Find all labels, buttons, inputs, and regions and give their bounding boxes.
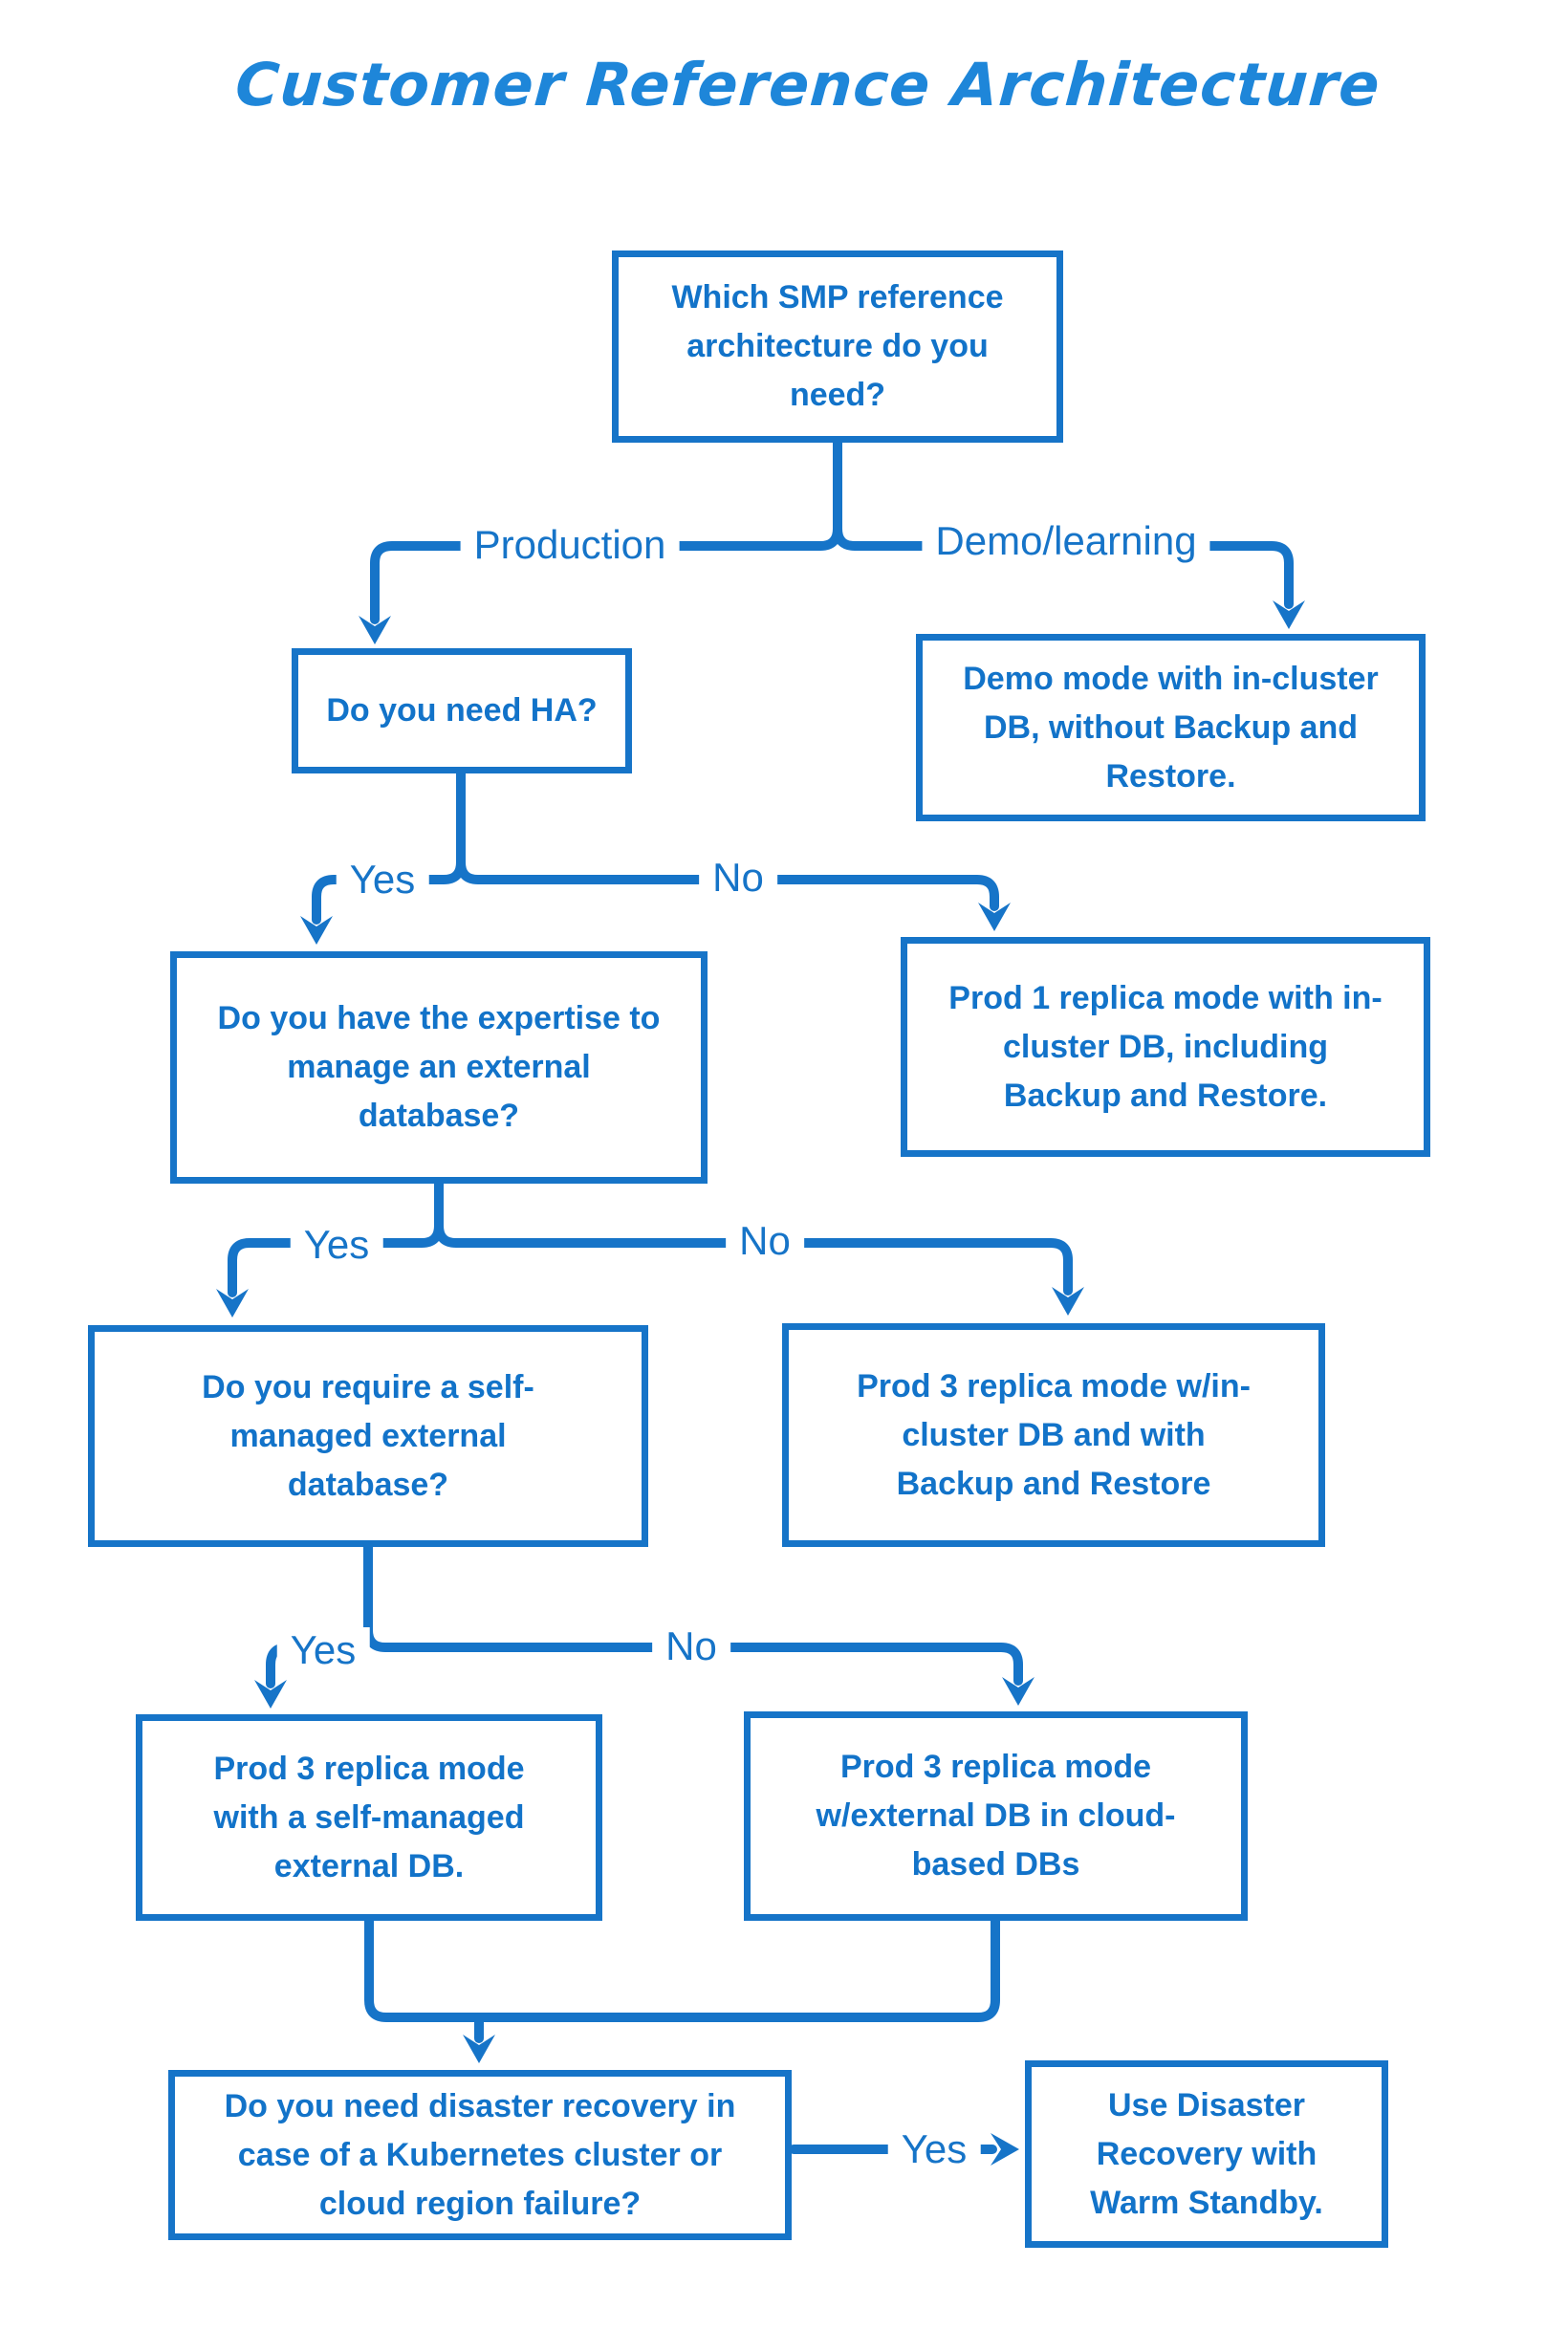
node-result-prod3-cloud: Prod 3 replica mode w/external DB in clo… bbox=[744, 1711, 1248, 1921]
node-text: Do you require a self-managed external d… bbox=[202, 1368, 534, 1503]
arrow-head-expertise-yes bbox=[216, 1289, 249, 1317]
node-text: Prod 3 replica mode with a self-managed … bbox=[213, 1750, 525, 1884]
arrow-head-dr-yes bbox=[991, 2133, 1019, 2166]
node-result-prod3-selfmanaged: Prod 3 replica mode with a self-managed … bbox=[136, 1714, 602, 1921]
arrow-head-merge bbox=[463, 2035, 495, 2063]
edge-label-selfmanaged-no: No bbox=[652, 1623, 730, 1669]
node-text: Prod 1 replica mode with in-cluster DB, … bbox=[948, 979, 1383, 1114]
node-question-ha: Do you need HA? bbox=[292, 648, 632, 773]
edge-label-ha-no: No bbox=[699, 855, 777, 901]
edge-label-demo-learning: Demo/learning bbox=[922, 518, 1210, 564]
edge-label-ha-yes: Yes bbox=[336, 857, 429, 903]
arrow-head-demo-learning bbox=[1273, 600, 1305, 629]
node-text: Do you need HA? bbox=[326, 692, 598, 729]
node-text: Prod 3 replica mode w/in-cluster DB and … bbox=[857, 1367, 1251, 1502]
node-text: Which SMP reference architecture do you … bbox=[671, 279, 1004, 413]
node-question-architecture: Which SMP reference architecture do you … bbox=[612, 250, 1063, 443]
node-result-prod3-incluster: Prod 3 replica mode w/in-cluster DB and … bbox=[782, 1323, 1325, 1547]
node-result-demo-mode: Demo mode with in-cluster DB, without Ba… bbox=[916, 634, 1426, 821]
node-text: Prod 3 replica mode w/external DB in clo… bbox=[816, 1749, 1176, 1883]
node-text: Do you have the expertise to manage an e… bbox=[217, 1000, 661, 1134]
arrow-head-ha-no bbox=[978, 903, 1011, 931]
node-text: Do you need disaster recovery in case of… bbox=[224, 2087, 736, 2222]
node-result-prod1-incluster: Prod 1 replica mode with in-cluster DB, … bbox=[901, 937, 1430, 1157]
edge-label-selfmanaged-yes: Yes bbox=[276, 1627, 370, 1673]
arrow-head-selfmanaged-no bbox=[1002, 1677, 1034, 1706]
node-question-disaster-recovery: Do you need disaster recovery in case of… bbox=[168, 2070, 792, 2240]
arrow-head-expertise-no bbox=[1052, 1287, 1084, 1316]
connector-merge-right bbox=[474, 1916, 1000, 2022]
arrow-head-selfmanaged-yes bbox=[254, 1680, 287, 1709]
edge-label-production: Production bbox=[460, 522, 680, 568]
arrow-head-ha-yes bbox=[300, 916, 333, 945]
node-text: Use Disaster Recovery with Warm Standby. bbox=[1090, 2086, 1323, 2221]
connector-merge-left bbox=[364, 1916, 484, 2022]
node-question-selfmanaged: Do you require a self-managed external d… bbox=[88, 1325, 648, 1547]
edge-label-expertise-yes: Yes bbox=[290, 1222, 383, 1268]
edge-label-dr-yes: Yes bbox=[887, 2126, 981, 2172]
node-question-expertise: Do you have the expertise to manage an e… bbox=[170, 951, 708, 1184]
edge-label-expertise-no: No bbox=[726, 1218, 804, 1264]
arrow-head-production bbox=[359, 616, 391, 644]
node-result-warm-standby: Use Disaster Recovery with Warm Standby. bbox=[1025, 2060, 1388, 2248]
node-text: Demo mode with in-cluster DB, without Ba… bbox=[963, 660, 1379, 795]
